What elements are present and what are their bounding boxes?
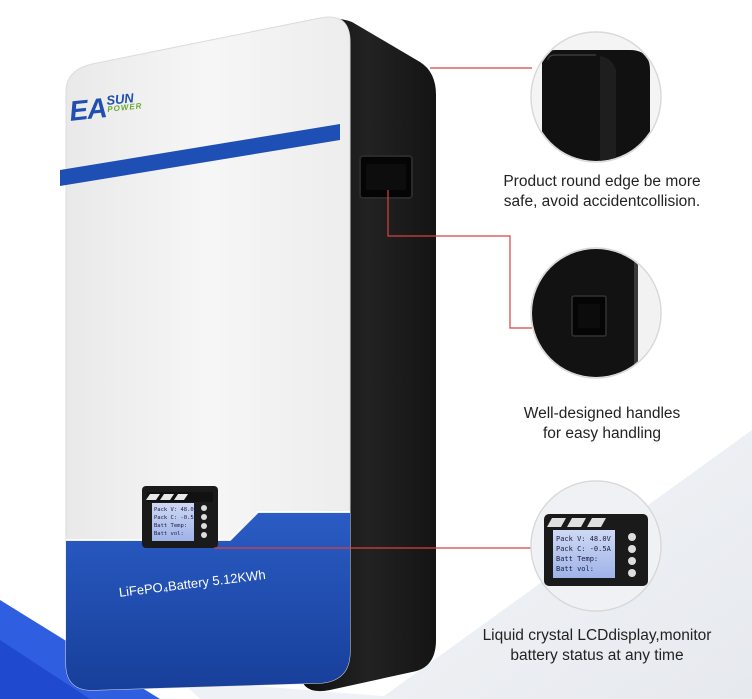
callout-round-edge-line-2: safe, avoid accidentcollision. [503,193,701,210]
logo-power-text: POWER [106,101,143,114]
callout-handles-line-1: Well-designed handles [523,405,681,422]
lcd-line-4: Batt vol: [154,531,184,537]
callout-lcd-line-2: battery status at any time [510,647,684,664]
detail-circle-lcd: Pack V: 48.0V Pack C: -0.5A Batt Temp: B… [530,480,662,612]
callout-lcd-line-1: Liquid crystal LCDdisplay,monitor [482,627,712,644]
lcd-zoom-line-4: Batt vol: [556,565,594,573]
lcd-display: Pack V: 48.0V Pack C: -0.5A Batt Temp: B… [142,486,218,548]
callout-handles: Well-designed handles for easy handling [472,404,732,444]
callout-round-edge-line-1: Product round edge be more [503,173,701,190]
callout-lcd: Liquid crystal LCDdisplay,monitor batter… [452,626,742,666]
leader-line-handle [387,190,532,329]
lcd-line-3: Batt Temp: [154,523,187,529]
logo-main-text: EA [67,92,108,127]
blue-bottom-section [66,512,350,691]
callout-round-edge: Product round edge be more safe, avoid a… [462,172,742,212]
lcd-zoom-line-1: Pack V: 48.0V [556,535,612,543]
blue-stripe [60,124,340,186]
lcd-zoom-line-2: Pack C: -0.5A [556,545,612,553]
detail-circle-handle [530,247,662,379]
leader-lines [214,67,532,549]
battery-front-panel [60,16,351,691]
detail-circle-round-edge [530,31,662,163]
lcd-line-2: Pack C: -0.5A [154,515,198,521]
callout-handles-line-2: for easy handling [542,425,662,442]
lcd-line-1: Pack V: 48.0V [154,507,198,513]
lcd-zoom-line-3: Batt Temp: [556,555,598,563]
